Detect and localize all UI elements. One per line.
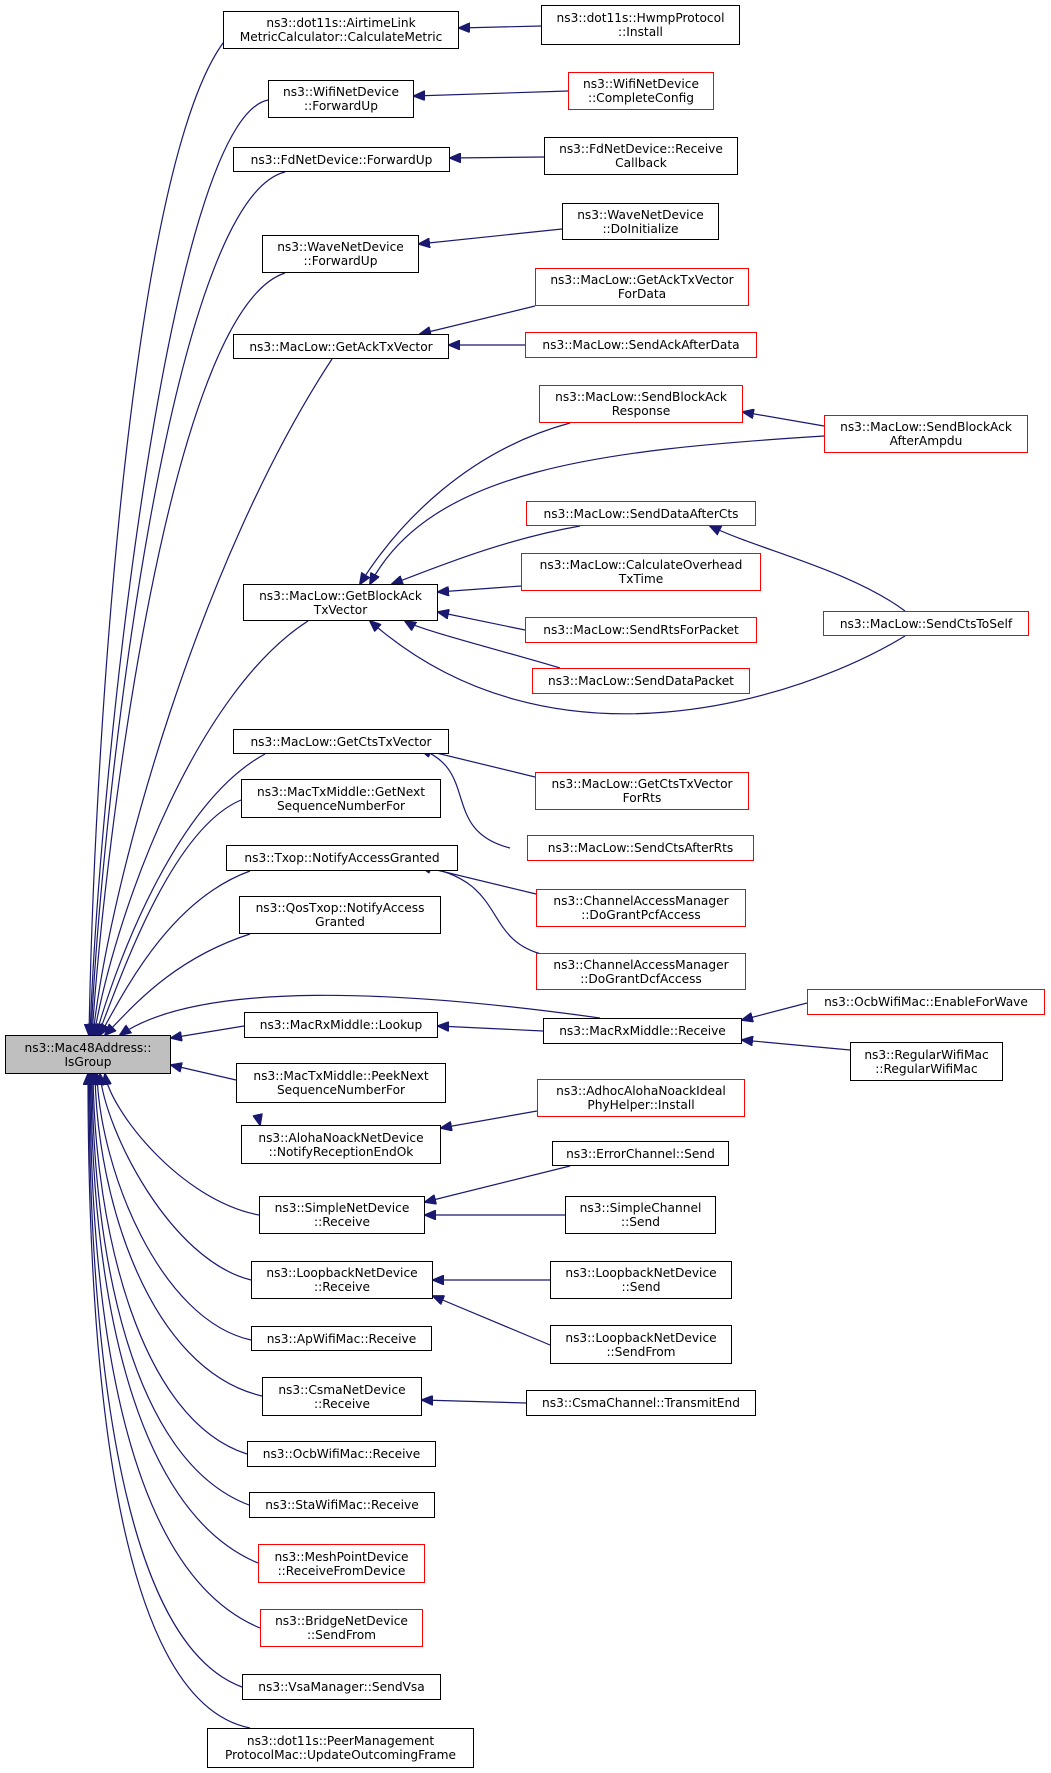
call-edge-fdrecv-to-fdfwd [450, 157, 545, 158]
call-edge-senddatapkt-to-getblockack [405, 621, 561, 669]
function-node-peeknext[interactable]: ns3::MacTxMiddle::PeekNext SequenceNumbe… [236, 1063, 446, 1103]
function-node-vsasend[interactable]: ns3::VsaManager::SendVsa [242, 1674, 441, 1700]
call-edge-wavefwd-to-root [92, 272, 286, 1035]
function-node-dograntdcf[interactable]: ns3::ChannelAccessManager ::DoGrantDcfAc… [536, 953, 746, 990]
function-node-rxlookup[interactable]: ns3::MacRxMiddle::Lookup [244, 1012, 438, 1038]
function-node-hwmp[interactable]: ns3::dot11s::HwmpProtocol ::Install [541, 5, 740, 45]
call-edge-peeknext-to-root [171, 1065, 237, 1081]
call-edge-aprecv-to-root [97, 1074, 252, 1341]
call-edge-dograntdcf-to-txopnotify [420, 866, 546, 956]
function-node-sendackdata[interactable]: ns3::MacLow::SendAckAfterData [525, 332, 757, 358]
function-node-bridgesend[interactable]: ns3::BridgeNetDevice ::SendFrom [260, 1609, 423, 1647]
call-edge-txopnotify-to-root [100, 870, 251, 1035]
function-node-adhoc[interactable]: ns3::AdhocAlohaNoackIdeal PhyHelper::Ins… [537, 1079, 745, 1117]
function-node-sendrts[interactable]: ns3::MacLow::SendRtsForPacket [525, 617, 757, 643]
function-node-peermgmt[interactable]: ns3::dot11s::PeerManagement ProtocolMac:… [207, 1728, 474, 1768]
call-edge-sendblockack-to-getblockack [360, 422, 571, 584]
root-function-node[interactable]: ns3::Mac48Address:: IsGroup [5, 1035, 171, 1074]
function-node-waveinit[interactable]: ns3::WaveNetDevice ::DoInitialize [562, 203, 719, 240]
call-edge-qosnotify-to-root [105, 933, 251, 1035]
function-node-qosnotify[interactable]: ns3::QosTxop::NotifyAccess Granted [239, 896, 441, 934]
call-edge-peermgmt-to-root [88, 1074, 251, 1729]
function-node-calcmetric[interactable]: ns3::dot11s::AirtimeLink MetricCalculato… [223, 11, 459, 49]
call-edge-wificomplete-to-wififwd [414, 90, 569, 96]
function-node-meshrecv[interactable]: ns3::MeshPointDevice ::ReceiveFromDevice [258, 1544, 425, 1583]
call-edge-meshrecv-to-root [91, 1074, 259, 1564]
function-node-ocbrecv[interactable]: ns3::OcbWifiMac::Receive [247, 1441, 436, 1467]
call-edge-adhoc-to-aloha [441, 1110, 538, 1128]
function-node-getackdata[interactable]: ns3::MacLow::GetAckTxVector ForData [535, 268, 749, 306]
function-node-csmaend[interactable]: ns3::CsmaChannel::TransmitEnd [526, 1390, 756, 1416]
call-edge-wififwd-to-root [90, 99, 269, 1035]
function-node-senddatacts[interactable]: ns3::MacLow::SendDataAfterCts [526, 501, 756, 526]
function-node-simplesend[interactable]: ns3::SimpleChannel ::Send [565, 1196, 716, 1234]
function-node-csmarecv[interactable]: ns3::CsmaNetDevice ::Receive [262, 1377, 422, 1416]
call-edge-getblockack-to-root [94, 620, 309, 1035]
call-edge-regularwifi-to-rxreceive [742, 1040, 851, 1051]
call-edge-sendctsrts-to-getcts [420, 749, 511, 849]
function-node-getcts[interactable]: ns3::MacLow::GetCtsTxVector [233, 729, 449, 754]
call-edge-sendrts-to-getblockack [438, 612, 526, 631]
function-node-rxreceive[interactable]: ns3::MacRxMiddle::Receive [543, 1018, 742, 1044]
function-node-ocbenable[interactable]: ns3::OcbWifiMac::EnableForWave [807, 989, 1045, 1015]
function-node-getctsrts[interactable]: ns3::MacLow::GetCtsTxVector ForRts [535, 772, 749, 810]
call-edge-rxreceive-to-rxlookup [438, 1026, 544, 1032]
function-node-macnext[interactable]: ns3::MacTxMiddle::GetNext SequenceNumber… [241, 779, 441, 818]
call-edge-getackdata-to-getack [420, 305, 536, 334]
edge-layer [88, 19, 906, 1729]
call-edge-ocbenable-to-rxreceive [742, 1002, 808, 1020]
function-node-aprecv[interactable]: ns3::ApWifiMac::Receive [251, 1326, 432, 1351]
function-node-loopsendfrom[interactable]: ns3::LoopbackNetDevice ::SendFrom [550, 1325, 732, 1364]
call-edge-waveinit-to-wavefwd [419, 228, 563, 244]
call-edge-getack-to-root [93, 358, 333, 1035]
function-node-looprecv[interactable]: ns3::LoopbackNetDevice ::Receive [251, 1261, 433, 1299]
call-edge-sendctsself-to-senddatacts [710, 526, 906, 612]
function-node-getack[interactable]: ns3::MacLow::GetAckTxVector [233, 334, 449, 359]
call-edge-bridgesend-to-root [90, 1074, 261, 1629]
call-edge-simplerecv-to-root [105, 1074, 260, 1216]
function-node-sendctsrts[interactable]: ns3::MacLow::SendCtsAfterRts [527, 835, 754, 861]
call-edge-calcoverhead-to-getblockack [438, 585, 522, 592]
call-edge-calcmetric-to-root [89, 19, 251, 1035]
call-edge-senddatacts-to-getblockack [392, 525, 581, 584]
call-edge-sendblockampdu-to-getblockack [370, 435, 825, 584]
function-node-fdrecv[interactable]: ns3::FdNetDevice::Receive Callback [544, 137, 738, 175]
call-edge-sendblockampdu-to-sendblockack [743, 412, 825, 427]
function-node-txopnotify[interactable]: ns3::Txop::NotifyAccessGranted [226, 845, 458, 871]
function-node-simplerecv[interactable]: ns3::SimpleNetDevice ::Receive [259, 1196, 425, 1234]
function-node-wavefwd[interactable]: ns3::WaveNetDevice ::ForwardUp [262, 235, 419, 273]
call-edge-csmaend-to-csmarecv [422, 1400, 527, 1403]
function-node-starecv[interactable]: ns3::StaWifiMac::Receive [249, 1492, 435, 1518]
function-node-aloha[interactable]: ns3::AlohaNoackNetDevice ::NotifyRecepti… [241, 1125, 441, 1164]
call-edge-errsend-to-simplerecv [425, 1165, 571, 1202]
function-node-wificomplete[interactable]: ns3::WifiNetDevice ::CompleteConfig [568, 72, 714, 110]
function-node-sendblockack[interactable]: ns3::MacLow::SendBlockAck Response [539, 385, 743, 423]
call-edge-rxlookup-to-root [171, 1025, 245, 1038]
function-node-wififwd[interactable]: ns3::WifiNetDevice ::ForwardUp [268, 80, 414, 118]
call-edge-ocbrecv-to-root [93, 1074, 248, 1455]
function-node-dograntpcf[interactable]: ns3::ChannelAccessManager ::DoGrantPcfAc… [536, 889, 746, 927]
call-edge-looprecv-to-root [100, 1074, 252, 1281]
function-node-senddatapkt[interactable]: ns3::MacLow::SendDataPacket [532, 668, 750, 694]
function-node-regularwifi[interactable]: ns3::RegularWifiMac ::RegularWifiMac [850, 1042, 1003, 1081]
call-edge-rxreceive-to-root [120, 994, 601, 1035]
function-node-sendblockampdu[interactable]: ns3::MacLow::SendBlockAck AfterAmpdu [824, 415, 1028, 453]
function-node-sendctsself[interactable]: ns3::MacLow::SendCtsToSelf [823, 611, 1029, 636]
call-edge-macnext-to-root [98, 799, 242, 1035]
call-edge-vsasend-to-root [89, 1074, 243, 1688]
call-edge-starecv-to-root [92, 1074, 250, 1506]
call-edge-getcts-to-root [96, 753, 266, 1035]
function-node-errsend[interactable]: ns3::ErrorChannel::Send [552, 1141, 729, 1166]
call-edge-loopsendfrom-to-looprecv [433, 1296, 551, 1346]
function-node-loopsend[interactable]: ns3::LoopbackNetDevice ::Send [550, 1261, 732, 1299]
call-edge-fdfwd-to-root [91, 171, 286, 1035]
call-edge-sendctsself-to-getblockack [370, 621, 906, 715]
function-node-getblockack[interactable]: ns3::MacLow::GetBlockAck TxVector [243, 584, 438, 621]
function-node-fdfwd[interactable]: ns3::FdNetDevice::ForwardUp [233, 147, 450, 172]
call-edge-csmarecv-to-root [95, 1074, 263, 1397]
function-node-calcoverhead[interactable]: ns3::MacLow::CalculateOverhead TxTime [521, 553, 761, 591]
call-edge-hwmp-to-calcmetric [459, 26, 542, 28]
